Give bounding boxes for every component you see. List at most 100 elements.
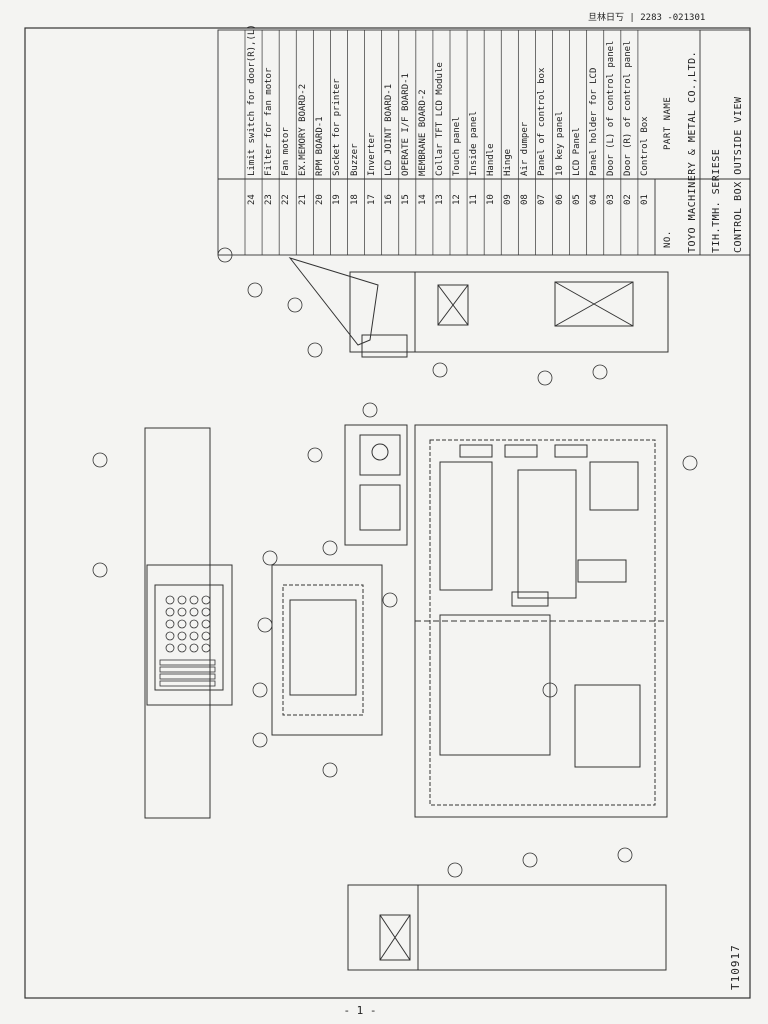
header-no: NO.	[663, 230, 673, 248]
keypad-key	[189, 619, 199, 629]
lcd-panel-view	[271, 564, 383, 736]
page-number: - 1 -	[343, 1004, 377, 1017]
part-number: 20	[315, 194, 326, 205]
keypad-key	[177, 607, 187, 617]
series-name: TIH.TMH. SERIESE	[711, 148, 722, 253]
part-name: Limit switch for door(R),(L)	[247, 24, 257, 176]
drawing-title: CONTROL BOX OUTSIDE VIEW	[733, 96, 744, 254]
keypad-key	[165, 643, 175, 653]
part-name: Hinge	[503, 148, 514, 176]
part-number: 18	[349, 194, 360, 205]
part-name: Collar TFT LCD Module	[434, 62, 445, 176]
drawing-border	[24, 27, 751, 999]
part-name: 10 key panel	[554, 110, 565, 176]
callout-bubble	[262, 550, 278, 566]
part-number: 02	[622, 194, 633, 205]
keypad-key	[165, 607, 175, 617]
part-number: 12	[452, 194, 462, 205]
membrane-key-row	[159, 659, 216, 666]
membrane-key-row	[159, 666, 216, 673]
keypad-key	[201, 619, 211, 629]
membrane-key-row	[159, 673, 216, 680]
part-number: 19	[332, 194, 343, 205]
top-side-view	[288, 257, 669, 358]
membrane-key-row	[159, 680, 216, 687]
part-number: 03	[605, 194, 616, 205]
callout-bubble	[252, 732, 268, 748]
part-number: 21	[298, 194, 309, 205]
part-number: 24	[247, 194, 257, 205]
part-number: 23	[264, 194, 275, 205]
keypad-key	[177, 595, 187, 605]
callout-bubble	[522, 852, 538, 868]
part-number: 17	[366, 194, 377, 205]
callout-bubble	[537, 370, 553, 386]
part-number: 07	[537, 194, 548, 205]
callout-bubble	[307, 342, 323, 358]
part-name: LCD JOINT BOARD-1	[383, 83, 394, 176]
part-name: Touch panel	[452, 116, 462, 176]
callout-bubble	[382, 592, 398, 608]
callout-bubble	[322, 540, 338, 556]
part-name: OPERATE I/F BOARD-1	[400, 73, 411, 176]
part-number: 14	[417, 194, 428, 205]
part-name: Fan motor	[281, 127, 292, 176]
part-name: MEMBRANE BOARD-2	[417, 89, 428, 176]
callout-bubble	[92, 452, 108, 468]
keypad-key	[201, 643, 211, 653]
callout-bubble	[447, 862, 463, 878]
part-name: Buzzer	[349, 143, 360, 176]
callout-bubble	[362, 402, 378, 418]
keypad-key	[201, 631, 211, 641]
part-number: 16	[383, 194, 394, 205]
callout-bubble	[287, 297, 303, 313]
callout-bubble	[322, 762, 338, 778]
keypad-key	[165, 631, 175, 641]
header-part-name: PART NAME	[663, 96, 673, 150]
keypad-key	[177, 619, 187, 629]
keypad-key	[189, 643, 199, 653]
keypad-key	[189, 607, 199, 617]
part-name: EX.MEMORY BOARD-2	[298, 83, 309, 176]
part-number: 01	[639, 194, 650, 205]
keypad-panel-view	[144, 427, 233, 819]
part-number: 15	[400, 194, 411, 205]
front-view	[414, 424, 668, 818]
part-number: 08	[520, 194, 531, 205]
part-name: Door (L) of control panel	[605, 40, 616, 176]
part-number: 22	[281, 194, 292, 205]
part-number: 09	[503, 194, 514, 205]
callout-bubble	[92, 562, 108, 578]
callout-bubble	[257, 617, 273, 633]
callout-bubble	[592, 364, 608, 380]
keypad-key	[177, 631, 187, 641]
callout-bubbles	[92, 247, 698, 878]
bottom-side-view	[347, 884, 667, 971]
control-panel-view	[344, 424, 408, 546]
part-number: 13	[434, 194, 445, 205]
part-number: 04	[588, 194, 599, 205]
part-name: Panel holder for LCD	[588, 67, 599, 176]
part-name: Socket for printer	[332, 78, 343, 176]
part-number: 10	[486, 194, 497, 205]
company-name: TOYO MACHINERY & METAL CO.,LTD.	[687, 50, 698, 253]
callout-bubble	[217, 247, 233, 263]
part-name: Inside panel	[469, 110, 480, 176]
callout-bubble	[247, 282, 263, 298]
part-number: 06	[554, 194, 565, 205]
callout-bubble	[252, 682, 268, 698]
drawing-number: T10917	[729, 944, 742, 990]
callout-bubble	[617, 847, 633, 863]
part-name: Air dumper	[520, 121, 531, 176]
keypad-key	[201, 607, 211, 617]
part-name: Panel of control box	[537, 67, 548, 176]
part-name: LCD Panel	[571, 127, 582, 176]
callout-bubble	[432, 362, 448, 378]
document-stamp: 旦林日丂 | 2283 -021301	[588, 13, 706, 23]
callout-bubble	[542, 682, 558, 698]
part-name: Handle	[486, 143, 497, 176]
callout-bubble	[307, 447, 323, 463]
part-name: RPM BOARD-1	[315, 116, 326, 176]
part-name: Inverter	[366, 132, 377, 176]
